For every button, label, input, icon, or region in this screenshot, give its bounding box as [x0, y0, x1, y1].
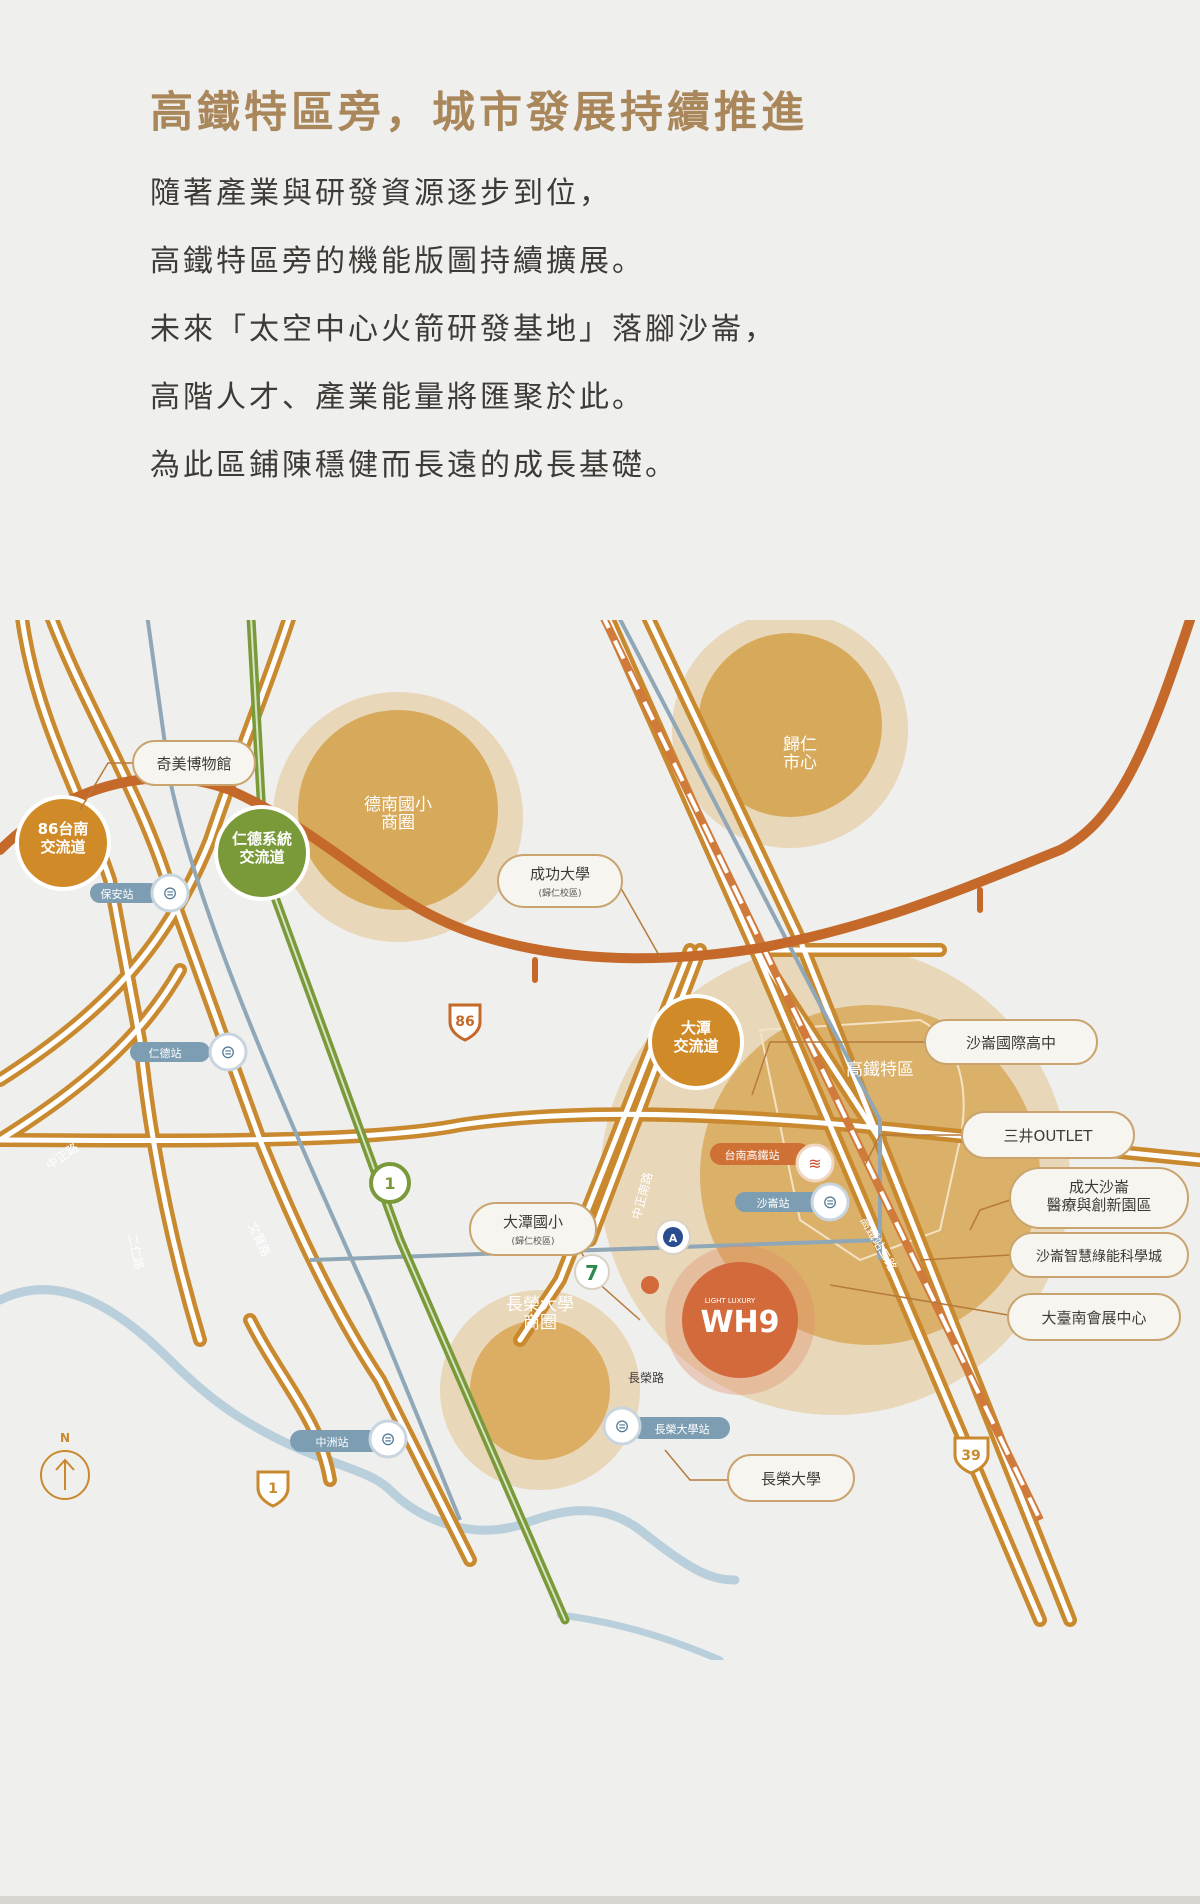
station-shalun: 沙崙站 ⊜	[735, 1182, 850, 1222]
landmark-expo: 大臺南會展中心	[1007, 1293, 1181, 1341]
landmark-ncku: 成功大學 (歸仁校區)	[497, 854, 623, 908]
station-tainan-hsr: 台南高鐵站 ≋	[710, 1143, 835, 1183]
rail-icon: ⊜	[614, 1416, 629, 1437]
road-label-changrong: 長榮路	[628, 1370, 664, 1385]
north-arrow-icon: N	[40, 1431, 90, 1500]
svg-text:沙崙國際高中: 沙崙國際高中	[966, 1034, 1056, 1052]
intro-text: 隨著產業與研發資源逐步到位， 高鐵特區旁的機能版圖持續擴展。 未來「太空中心火箭…	[150, 160, 777, 500]
svg-text:大臺南會展中心: 大臺南會展中心	[1041, 1309, 1146, 1327]
svg-text:沙崙智慧綠能科學城: 沙崙智慧綠能科學城	[1036, 1249, 1162, 1265]
svg-text:N: N	[60, 1431, 70, 1445]
zone-hsr-label: 高鐵特區	[846, 1060, 914, 1080]
shield-hw1: 1	[369, 1162, 411, 1204]
hsr-line	[600, 620, 1044, 1522]
svg-text:大潭交流道: 大潭交流道	[673, 1019, 718, 1055]
rail-icon: ⊜	[162, 883, 177, 904]
shield-hw86: 86	[448, 1003, 482, 1042]
hsr-icon: ≋	[808, 1154, 821, 1173]
intro-line: 高鐵特區旁的機能版圖持續擴展。	[150, 244, 645, 279]
rail-icon: ⊜	[380, 1429, 395, 1450]
landmark-callouts	[79, 762, 1011, 1481]
svg-text:86台南交流道: 86台南交流道	[38, 820, 89, 856]
interchange-datan: 大潭交流道	[648, 994, 744, 1090]
river	[0, 1285, 740, 1660]
rail-icon: ⊜	[220, 1042, 235, 1063]
landmark-mitsui: 三井OUTLET	[961, 1111, 1135, 1159]
svg-text:1: 1	[268, 1481, 278, 1497]
svg-text:長榮大學: 長榮大學	[761, 1470, 821, 1488]
svg-text:(歸仁校區): (歸仁校區)	[511, 1235, 554, 1247]
svg-text:(歸仁校區): (歸仁校區)	[538, 887, 581, 899]
page-title: 高鐵特區旁，城市發展持續推進	[150, 88, 808, 138]
rail-icon: ⊜	[822, 1192, 837, 1213]
landmark-ncku-med: 成大沙崙醫療與創新園區	[1009, 1167, 1189, 1229]
svg-text:39: 39	[961, 1448, 980, 1464]
svg-text:WH9: WH9	[700, 1305, 779, 1340]
svg-text:7: 7	[585, 1261, 599, 1285]
svg-text:保安站: 保安站	[101, 887, 134, 901]
convenience-store-icon: 7	[574, 1254, 610, 1290]
station-zhongzhou: 中洲站 ⊜	[290, 1419, 408, 1459]
svg-text:奇美博物館: 奇美博物館	[156, 755, 231, 773]
svg-text:三井OUTLET: 三井OUTLET	[1004, 1127, 1094, 1145]
svg-text:中洲站: 中洲站	[316, 1435, 349, 1449]
department-store-icon: A	[655, 1219, 691, 1255]
zone-guiren-label: 歸仁市心	[783, 735, 817, 773]
svg-text:大潭國小: 大潭國小	[503, 1213, 563, 1231]
shield-prov1: 1	[256, 1470, 290, 1508]
station-rende: 仁德站 ⊜	[130, 1032, 248, 1072]
svg-text:台南高鐵站: 台南高鐵站	[725, 1148, 780, 1162]
svg-text:LIGHT LUXURY: LIGHT LUXURY	[705, 1297, 756, 1305]
svg-text:1: 1	[384, 1174, 395, 1193]
area-map: 德南國小商圈 歸仁市心 高鐵特區 長榮大學商圈 86台南交流道 仁德系統交流道 …	[0, 620, 1200, 1660]
zone-denan-label: 德南國小商圈	[364, 795, 432, 833]
svg-text:86: 86	[455, 1014, 474, 1030]
intro-line: 未來「太空中心火箭研發基地」落腳沙崙，	[150, 312, 777, 347]
project-marker: LIGHT LUXURY WH9	[641, 1245, 815, 1395]
road-label-wenxian: 文賢路	[245, 1220, 274, 1259]
intro-line: 為此區鋪陳穩健而長遠的成長基礎。	[150, 448, 678, 483]
station-baoan: 保安站 ⊜	[90, 873, 190, 913]
svg-text:長榮大學站: 長榮大學站	[655, 1422, 710, 1436]
station-changrong-univ: 長榮大學站 ⊜	[602, 1406, 730, 1446]
zone-changrong-label: 長榮大學商圈	[506, 1295, 574, 1333]
svg-text:成大沙崙醫療與創新園區: 成大沙崙醫療與創新園區	[1046, 1178, 1151, 1214]
svg-text:仁德站: 仁德站	[149, 1046, 182, 1060]
interchange-rende: 仁德系統交流道	[214, 805, 310, 901]
shield-hw39: 39	[953, 1436, 990, 1475]
landmark-shalun-hs: 沙崙國際高中	[924, 1019, 1098, 1065]
landmark-changrong-univ: 長榮大學	[727, 1454, 855, 1502]
svg-text:A: A	[669, 1232, 678, 1245]
landmark-chimei: 奇美博物館	[132, 740, 256, 786]
interchange-tainan86: 86台南交流道	[15, 795, 111, 891]
page-footer-bar	[0, 1896, 1200, 1904]
zone-labels: 德南國小商圈 歸仁市心 高鐵特區 長榮大學商圈	[364, 735, 914, 1333]
intro-line: 隨著產業與研發資源逐步到位，	[150, 176, 612, 211]
svg-text:仁德系統交流道: 仁德系統交流道	[232, 830, 292, 866]
svg-text:成功大學: 成功大學	[530, 865, 590, 883]
road-label-rende: 二仁路	[125, 1233, 147, 1271]
green-line	[246, 620, 570, 1625]
intro-line: 高階人才、產業能量將匯聚於此。	[150, 380, 645, 415]
landmark-datan-elem: 大潭國小 (歸仁校區)	[469, 1202, 597, 1256]
landmark-shalun-green: 沙崙智慧綠能科學城	[1009, 1232, 1189, 1278]
svg-text:沙崙站: 沙崙站	[757, 1196, 790, 1210]
